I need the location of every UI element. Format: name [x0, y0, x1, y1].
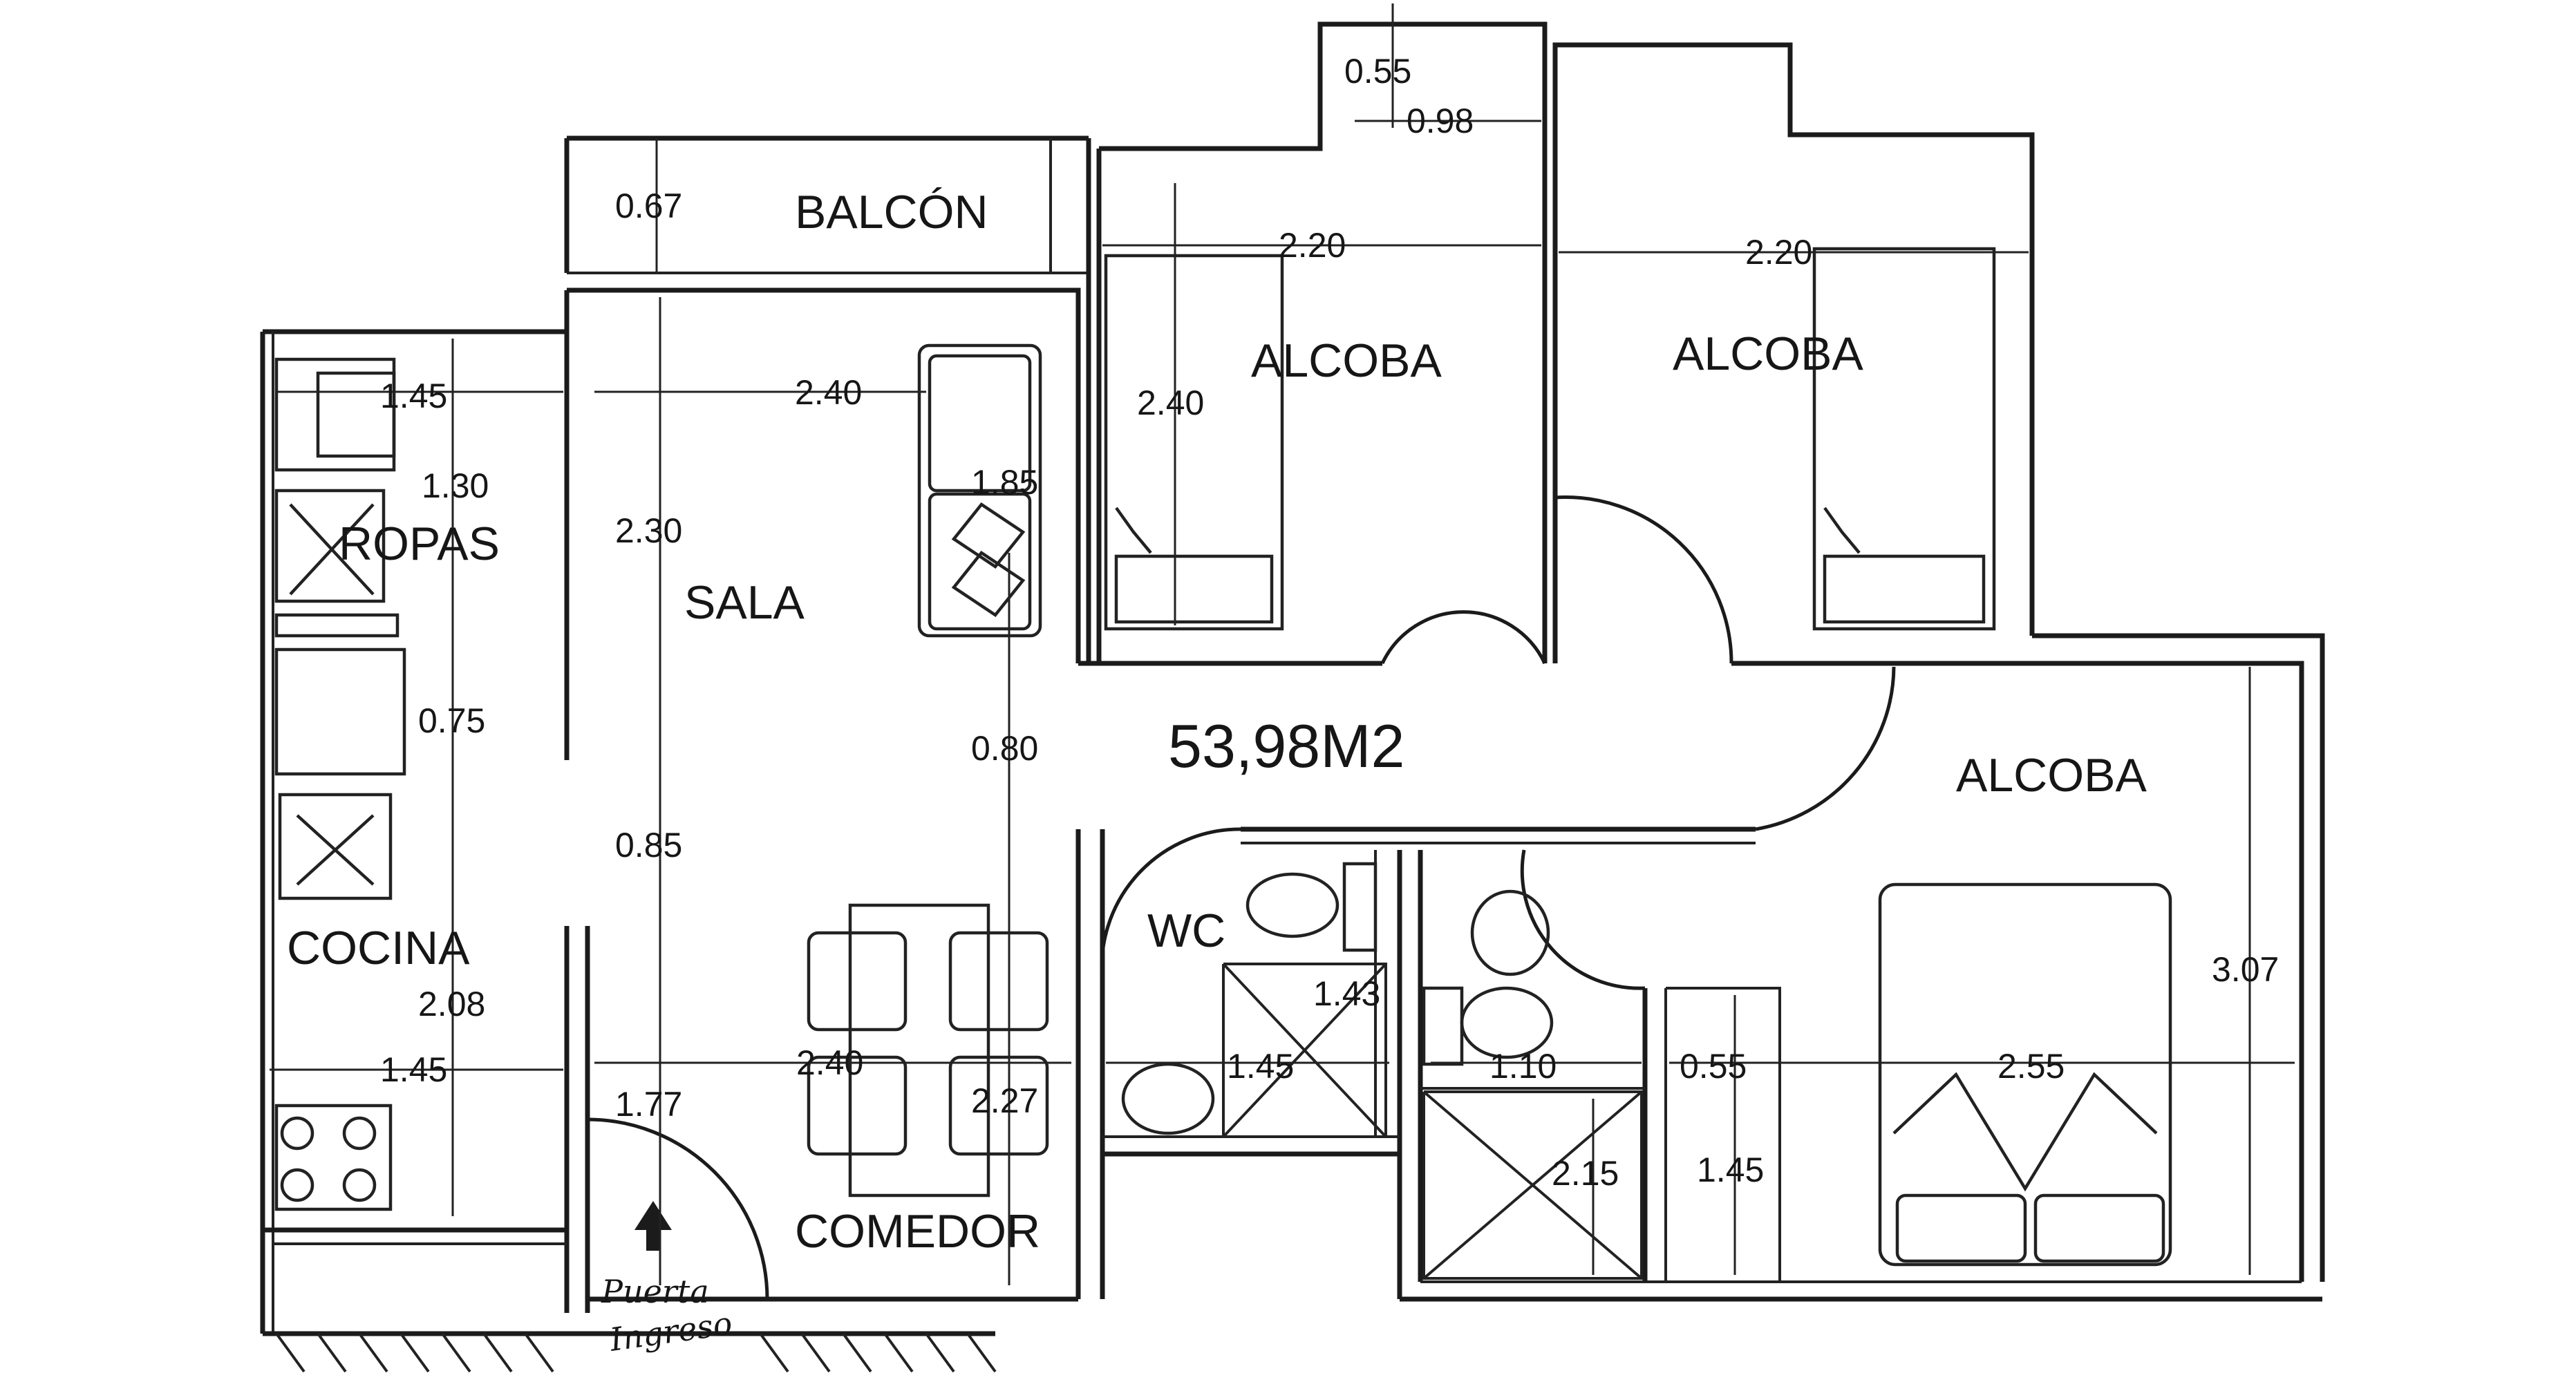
- dim-1-43: 1.43: [1313, 974, 1380, 1013]
- dim-0-75: 0.75: [418, 701, 485, 740]
- furniture: [274, 247, 2172, 1267]
- door-swings: [587, 495, 1896, 1300]
- dim-2-30: 2.30: [615, 511, 682, 550]
- room-label-alcoba-3: ALCOBA: [1956, 749, 2147, 802]
- room-label-balcon: BALCÓN: [795, 186, 988, 238]
- walls: [260, 21, 2325, 1336]
- room-labels: BALCÓN ALCOBA ALCOBA ALCOBA ROPAS SALA C…: [287, 186, 2147, 1359]
- dim-2-40-comedor: 2.40: [796, 1043, 863, 1082]
- ground-hatch: [275, 1332, 997, 1373]
- entrance-label-line-2: Ingreso: [607, 1305, 735, 1359]
- dim-2-20-a: 2.20: [1279, 226, 1346, 265]
- dim-0-85: 0.85: [615, 826, 682, 864]
- dim-3-07: 3.07: [2212, 950, 2279, 989]
- room-label-cocina: COCINA: [287, 922, 470, 974]
- dim-1-45-wc: 1.45: [1227, 1047, 1294, 1086]
- dim-2-15: 2.15: [1552, 1154, 1619, 1193]
- dim-1-77: 1.77: [615, 1085, 682, 1124]
- dim-2-27: 2.27: [971, 1081, 1038, 1120]
- room-label-comedor: COMEDOR: [795, 1205, 1040, 1258]
- dimension-labels: 0.55 0.98 0.67 2.20 2.20 1.45 2.40 2.40 …: [380, 52, 2279, 1193]
- room-label-alcoba-2: ALCOBA: [1673, 328, 1864, 380]
- dim-2-40-sala: 2.40: [795, 373, 862, 412]
- dim-1-85: 1.85: [971, 463, 1038, 502]
- dim-2-40-alcoba: 2.40: [1137, 384, 1204, 422]
- dim-0-80: 0.80: [971, 729, 1038, 768]
- total-area: 53,98M2: [1168, 712, 1404, 780]
- room-label-ropas: ROPAS: [339, 518, 500, 570]
- dim-2-08: 2.08: [418, 985, 485, 1023]
- dimension-lines: [270, 3, 2295, 1285]
- dim-0-55-top: 0.55: [1344, 52, 1411, 91]
- dim-2-20-b: 2.20: [1745, 233, 1812, 272]
- entrance-label-line-1: Puerta: [601, 1273, 709, 1310]
- room-label-wc: WC: [1147, 905, 1225, 957]
- dim-1-45-ropas: 1.45: [380, 377, 447, 415]
- dim-0-55-bath: 0.55: [1680, 1047, 1747, 1086]
- dim-1-10: 1.10: [1489, 1047, 1557, 1086]
- room-label-sala: SALA: [684, 576, 805, 629]
- dim-0-98: 0.98: [1407, 102, 1474, 140]
- dim-0-67: 0.67: [615, 187, 682, 225]
- dim-2-55: 2.55: [1997, 1047, 2065, 1086]
- dim-1-30: 1.30: [422, 466, 489, 505]
- dim-1-45-cocina: 1.45: [380, 1050, 447, 1089]
- room-label-alcoba-1: ALCOBA: [1251, 334, 1442, 387]
- dim-1-45-closet: 1.45: [1697, 1151, 1764, 1189]
